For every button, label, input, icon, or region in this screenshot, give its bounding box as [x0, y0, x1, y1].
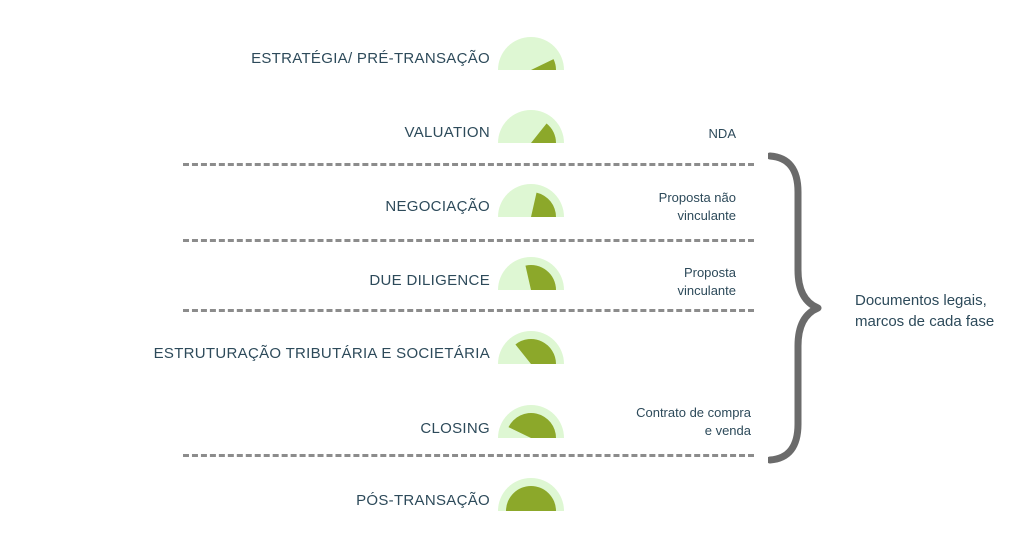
note-line: e venda — [704, 423, 751, 438]
gauge-fill — [531, 123, 556, 143]
note-line: NDA — [708, 126, 736, 141]
gauge-fill — [525, 265, 556, 290]
note-nda: NDA — [709, 125, 736, 143]
gauge-fill — [506, 486, 556, 511]
note-line: vinculante — [677, 208, 736, 223]
gauge-fill — [515, 339, 556, 364]
note-line: Contrato de compra — [636, 405, 751, 420]
brace-caption-line: marcos de cada fase — [855, 313, 995, 330]
phase-divider — [183, 309, 754, 312]
progress-gauge — [498, 405, 564, 438]
progress-gauge — [498, 184, 564, 217]
stage-label-due-diligence: DUE DILIGENCE — [369, 272, 490, 289]
phase-divider — [183, 454, 754, 457]
progress-gauge — [498, 110, 564, 143]
brace-caption: Documentos legais, marcos de cada fase — [855, 290, 994, 332]
brace-caption-line: Documentos legais, — [855, 292, 987, 309]
note-purchase-agreement: Contrato de compra e venda — [636, 404, 751, 440]
stage-label-negotiation: NEGOCIAÇÃO — [385, 198, 490, 215]
note-non-binding-proposal: Proposta não vinculante — [659, 189, 736, 225]
phase-divider — [183, 163, 754, 166]
stage-label-valuation: VALUATION — [404, 124, 490, 141]
stage-label-closing: CLOSING — [420, 420, 490, 437]
progress-gauge — [498, 331, 564, 364]
note-line: Proposta — [683, 265, 736, 280]
progress-gauge — [498, 257, 564, 290]
note-binding-proposal: Proposta vinculante — [677, 264, 736, 300]
curly-brace-icon — [768, 152, 822, 464]
gauge-fill — [531, 59, 556, 70]
stage-label-strategy: ESTRATÉGIA/ PRÉ-TRANSAÇÃO — [251, 50, 490, 67]
stage-label-post-transaction: PÓS-TRANSAÇÃO — [356, 492, 490, 509]
note-line: vinculante — [677, 283, 736, 298]
progress-gauge — [498, 37, 564, 70]
stage-label-structuring: ESTRUTURAÇÃO TRIBUTÁRIA E SOCIETÁRIA — [153, 345, 490, 362]
gauge-track — [498, 37, 564, 70]
progress-gauge — [498, 478, 564, 511]
gauge-fill — [531, 192, 556, 217]
gauge-fill — [508, 413, 556, 438]
note-line: Proposta não — [658, 190, 736, 205]
phase-divider — [183, 239, 754, 242]
